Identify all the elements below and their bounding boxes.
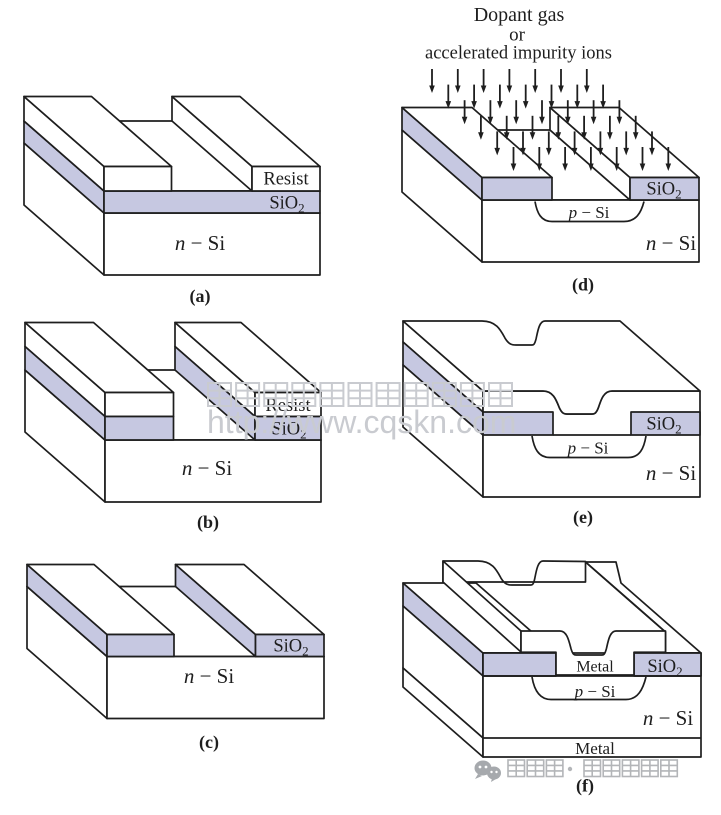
svg-text:(d): (d)	[572, 275, 594, 296]
svg-text:Metal: Metal	[575, 739, 615, 758]
svg-text:n − Si: n − Si	[182, 456, 233, 480]
svg-text:SiO2: SiO2	[646, 415, 681, 437]
svg-text:p − Si: p − Si	[574, 682, 616, 701]
svg-text:accelerated impurity ions: accelerated impurity ions	[425, 44, 612, 64]
svg-text:p − Si: p − Si	[567, 439, 609, 458]
svg-text:(a): (a)	[190, 286, 211, 307]
svg-text:(c): (c)	[199, 732, 219, 753]
svg-text:n − Si: n − Si	[646, 231, 697, 255]
svg-text:Resist: Resist	[263, 170, 309, 190]
svg-text:p − Si: p − Si	[568, 203, 610, 222]
svg-text:SiO2: SiO2	[647, 657, 682, 679]
svg-text:SiO2: SiO2	[646, 180, 681, 202]
svg-text:n − Si: n − Si	[175, 231, 226, 255]
svg-text:n − Si: n − Si	[184, 664, 235, 688]
svg-text:(e): (e)	[573, 507, 593, 528]
svg-text:SiO2: SiO2	[273, 637, 308, 659]
svg-text:n − Si: n − Si	[646, 461, 697, 485]
svg-text:Dopant gas: Dopant gas	[474, 4, 565, 26]
svg-text:SiO2: SiO2	[271, 420, 306, 442]
svg-text:Resist: Resist	[265, 396, 311, 416]
svg-text:http://www.cqskn.com: http://www.cqskn.com	[207, 404, 516, 440]
svg-text:or: or	[509, 25, 526, 46]
svg-text:SiO2: SiO2	[269, 194, 304, 216]
svg-text:n − Si: n − Si	[643, 706, 694, 730]
svg-text:Metal: Metal	[576, 659, 614, 676]
svg-text:(f): (f)	[576, 776, 594, 797]
svg-text:(b): (b)	[197, 512, 219, 533]
